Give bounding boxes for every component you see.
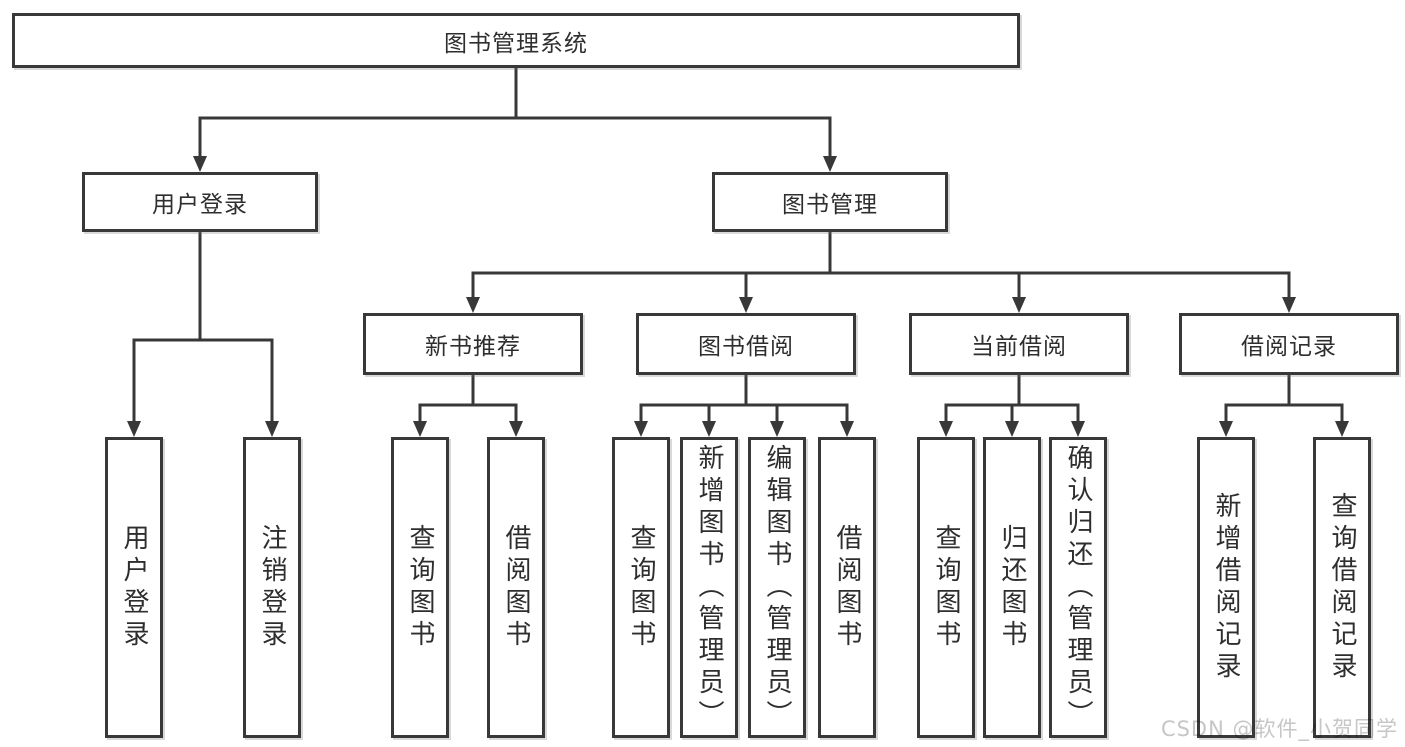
node-user-login-label: 用户登录 xyxy=(152,192,248,218)
arrowhead xyxy=(823,156,837,172)
connector-book-borrowing-to-leaves xyxy=(639,375,849,423)
leaf-bb-edit-books-admin-box: 编辑图书（管理员） xyxy=(748,437,806,738)
node-book-management-label: 图书管理 xyxy=(782,192,878,218)
leaf-nb-borrow-books-label: 借阅图书 xyxy=(501,523,531,652)
leaf-bb-add-books-admin-label: 新增图书（管理员） xyxy=(694,443,724,732)
node-borrow-records-label: 借阅记录 xyxy=(1241,334,1337,360)
arrowhead xyxy=(1071,421,1085,437)
leaf-logout-login-label: 注销登录 xyxy=(257,523,287,652)
node-current-borrowing-box: 当前借阅 xyxy=(909,313,1129,375)
leaf-bb-borrow-books-box: 借阅图书 xyxy=(818,437,876,738)
leaf-cb-return-books-label: 归还图书 xyxy=(997,523,1027,652)
arrowhead xyxy=(413,421,427,437)
leaf-bb-query-books-box: 查询图书 xyxy=(612,437,670,738)
connector-user-login-to-leaves xyxy=(132,232,274,423)
leaf-nb-query-books-box: 查询图书 xyxy=(391,437,449,738)
arrowhead xyxy=(1219,421,1233,437)
leaf-cb-confirm-return-admin-box: 确认归还（管理员） xyxy=(1049,437,1107,738)
leaf-nb-borrow-books-box: 借阅图书 xyxy=(487,437,545,738)
leaf-cb-return-books-box: 归还图书 xyxy=(983,437,1041,738)
arrowhead xyxy=(509,421,523,437)
node-book-borrowing-label: 图书借阅 xyxy=(698,334,794,360)
leaf-cb-query-books-label: 查询图书 xyxy=(931,523,961,652)
leaf-bb-borrow-books-label: 借阅图书 xyxy=(832,523,862,652)
arrowhead xyxy=(1005,421,1019,437)
connector-root-to-level2 xyxy=(198,68,832,158)
leaf-bb-edit-books-admin-label: 编辑图书（管理员） xyxy=(762,443,792,732)
arrowhead xyxy=(1335,421,1349,437)
leaf-nb-query-books-label: 查询图书 xyxy=(405,523,435,652)
watermark: CSDN @软件_小贺同学 xyxy=(1160,717,1398,741)
leaf-rec-add-borrow-record-box: 新增借阅记录 xyxy=(1197,437,1255,738)
node-borrow-records-box: 借阅记录 xyxy=(1179,313,1399,375)
arrowhead xyxy=(770,421,784,437)
arrowhead xyxy=(265,421,279,437)
connector-borrow-records-to-leaves xyxy=(1224,375,1344,423)
arrowhead xyxy=(1012,297,1026,313)
connector-new-book-recommend-to-leaves xyxy=(418,375,518,423)
leaf-logout-login-box: 注销登录 xyxy=(243,437,301,738)
arrowhead xyxy=(127,421,141,437)
leaf-bb-add-books-admin-box: 新增图书（管理员） xyxy=(680,437,738,738)
leaf-cb-query-books-box: 查询图书 xyxy=(917,437,975,738)
leaf-bb-query-books-label: 查询图书 xyxy=(626,523,656,652)
leaf-rec-add-borrow-record-label: 新增借阅记录 xyxy=(1211,491,1241,684)
node-root-box: 图书管理系统 xyxy=(12,13,1020,68)
leaf-rec-query-borrow-record-label: 查询借阅记录 xyxy=(1327,491,1357,684)
node-new-book-recommend-label: 新书推荐 xyxy=(425,334,521,360)
leaf-user-login-box: 用户登录 xyxy=(105,437,163,738)
node-new-book-recommend-box: 新书推荐 xyxy=(363,313,583,375)
node-user-login-box: 用户登录 xyxy=(82,172,318,232)
leaf-user-login-label: 用户登录 xyxy=(119,523,149,652)
arrowhead xyxy=(739,297,753,313)
connector-current-borrowing-to-leaves xyxy=(944,375,1080,423)
arrowhead xyxy=(634,421,648,437)
leaf-rec-query-borrow-record-box: 查询借阅记录 xyxy=(1313,437,1371,738)
arrowhead xyxy=(702,421,716,437)
node-current-borrowing-label: 当前借阅 xyxy=(971,334,1067,360)
arrowhead xyxy=(939,421,953,437)
arrowhead xyxy=(1282,297,1296,313)
node-root-label: 图书管理系统 xyxy=(444,30,588,57)
node-book-management-box: 图书管理 xyxy=(712,172,948,232)
arrowhead xyxy=(466,297,480,313)
arrowheads xyxy=(127,156,1349,437)
arrowhead xyxy=(840,421,854,437)
node-book-borrowing-box: 图书借阅 xyxy=(636,313,856,375)
connector-book-management-to-level3 xyxy=(471,232,1291,299)
leaf-cb-confirm-return-admin-label: 确认归还（管理员） xyxy=(1063,443,1093,732)
arrowhead xyxy=(193,156,207,172)
